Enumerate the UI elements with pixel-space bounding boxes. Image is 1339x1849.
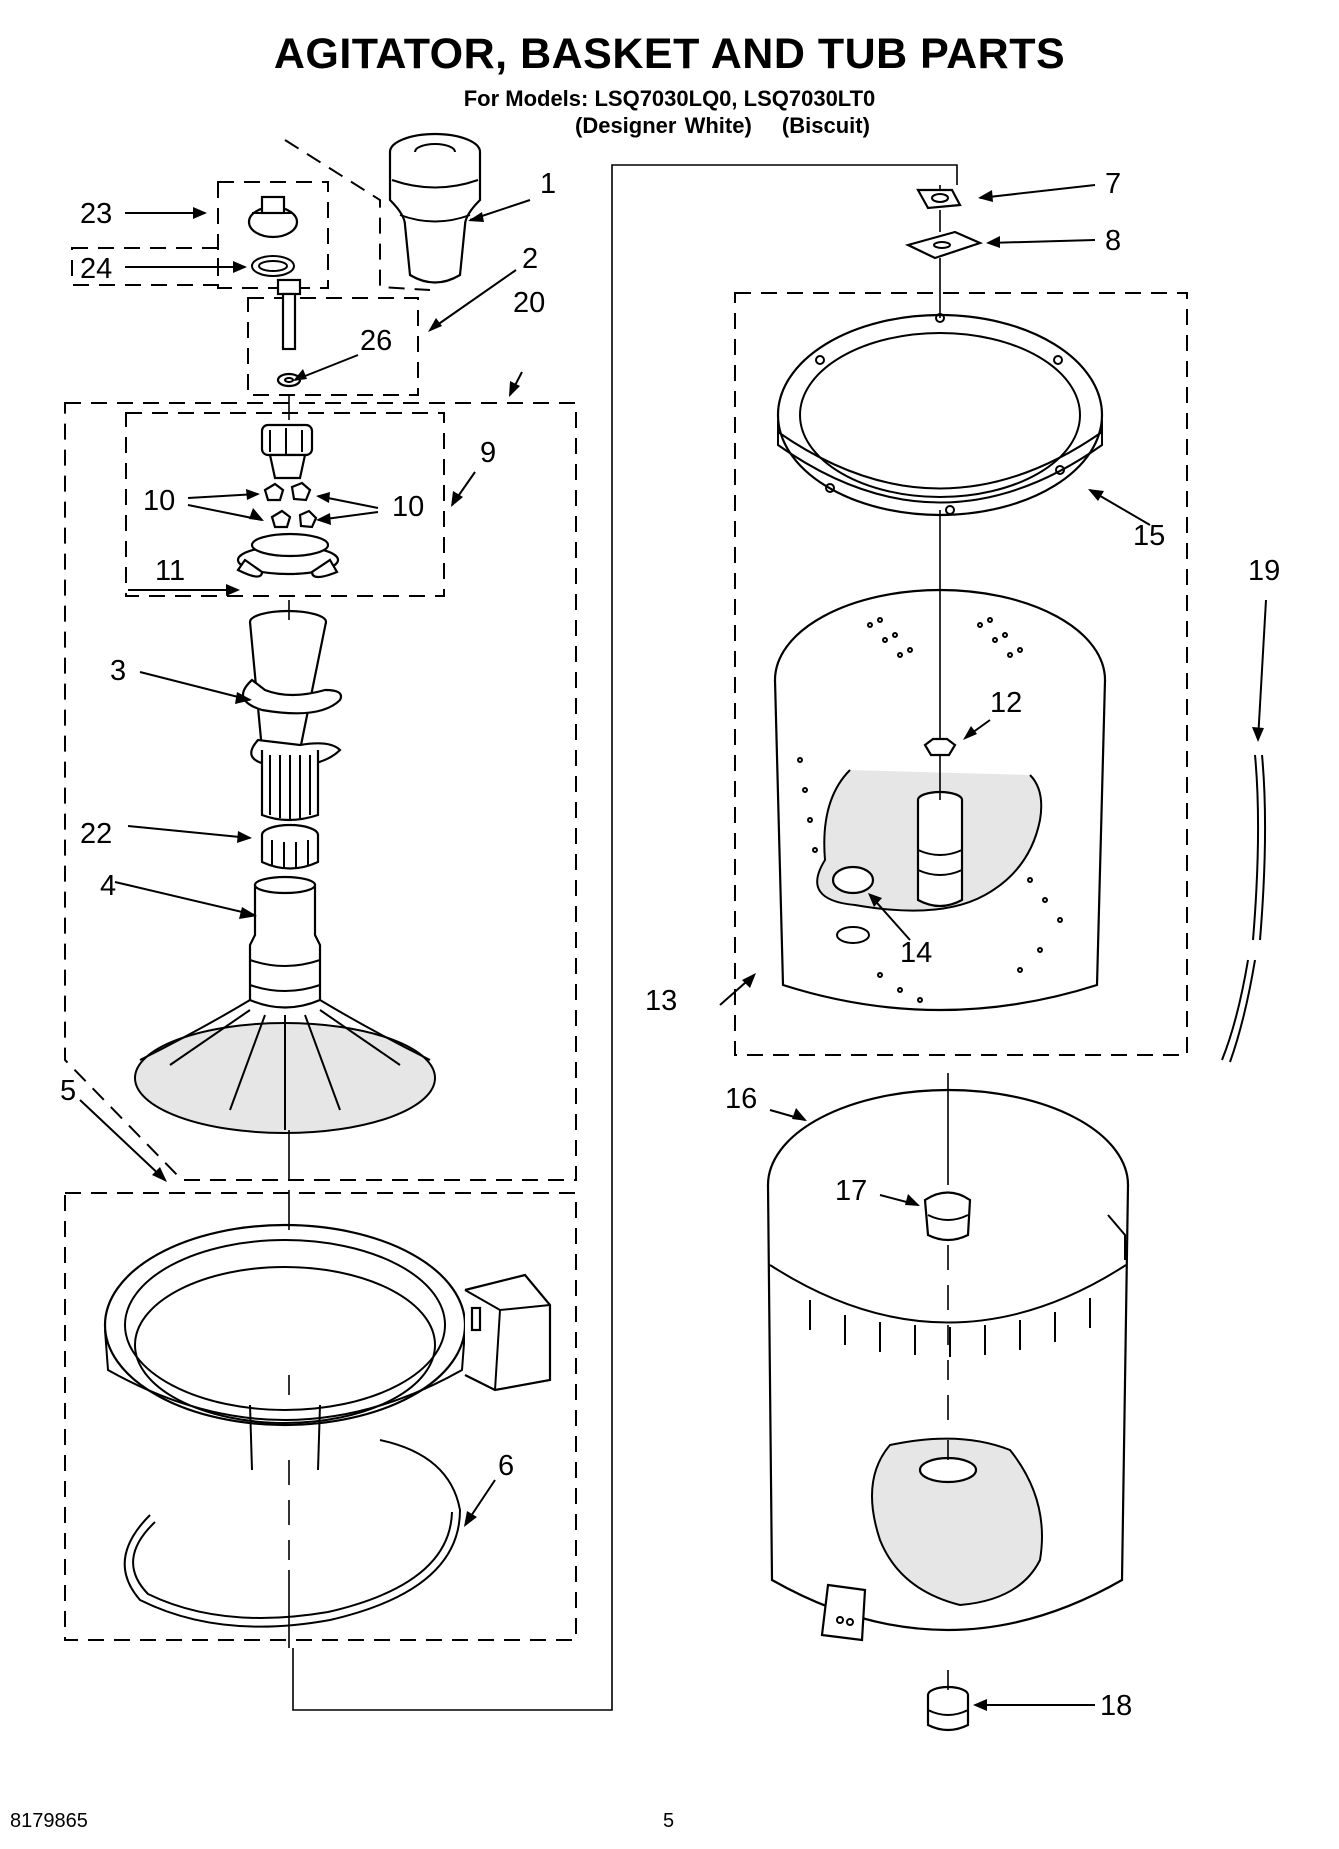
part-22-bearing — [260, 823, 320, 870]
callout-22: 22 — [80, 818, 112, 850]
callout-11: 11 — [155, 555, 185, 587]
part-9-agitator-cam — [260, 423, 314, 480]
callout-10-left: 10 — [143, 485, 175, 517]
callout-15: 15 — [1133, 520, 1165, 552]
group-box-1-link — [284, 139, 431, 291]
part-8-plate — [904, 230, 984, 260]
model-variants: (Designer White) (Biscuit) — [575, 113, 892, 139]
part-19-hose — [1221, 754, 1267, 1063]
callout-19: 19 — [1248, 555, 1280, 587]
callout-24: 24 — [80, 253, 112, 285]
group-box-5 — [64, 1192, 577, 1641]
callout-18: 18 — [1100, 1690, 1132, 1722]
part-18-tub-seal — [926, 1685, 970, 1732]
part-10-agitator-dogs — [263, 481, 318, 529]
leader-lines — [79, 184, 1267, 1706]
part-11-cam-drive-ring — [236, 532, 340, 579]
part-4-agitator-base — [134, 875, 436, 1134]
callout-13: 13 — [645, 985, 677, 1017]
variant-biscuit: (Biscuit) — [781, 113, 870, 138]
models-line: For Models: LSQ7030LQ0, LSQ7030LT0 — [463, 86, 876, 111]
callout-6: 6 — [498, 1450, 514, 1482]
callout-26: 26 — [360, 325, 392, 357]
callout-23: 23 — [80, 198, 112, 230]
page-number: 5 — [663, 1810, 675, 1832]
part-6-snubber-ring — [123, 1439, 462, 1628]
part-7-clip — [916, 188, 962, 210]
part-3-agitator-auger — [241, 609, 343, 822]
right-stack-axis — [939, 185, 949, 1690]
part-13-wash-basket — [773, 588, 1107, 1012]
variant-designer-white: (Designer White) — [575, 113, 752, 138]
assembly-connector-line — [292, 164, 958, 1711]
group-box-2 — [247, 297, 419, 396]
callout-12: 12 — [990, 687, 1022, 719]
callout-10-right: 10 — [392, 491, 424, 523]
part-1-fabric-softener-dispenser — [388, 132, 482, 284]
callout-3: 3 — [110, 655, 126, 687]
group-box-23 — [217, 181, 329, 289]
part-5-tub-ring — [103, 1223, 552, 1471]
callout-4: 4 — [100, 870, 116, 902]
part-15-balance-ring — [776, 313, 1104, 517]
callout-8: 8 — [1105, 225, 1121, 257]
group-box-20 — [64, 402, 577, 1181]
part-24-seal-ring — [251, 255, 295, 277]
part-2-bolt — [276, 278, 302, 388]
group-box-24 — [71, 247, 219, 286]
group-box-13 — [734, 292, 1188, 1056]
callout-17: 17 — [835, 1175, 867, 1207]
part-23-cap — [247, 195, 299, 239]
arrowheads — [152, 190, 1264, 1711]
document-number: 8179865 — [10, 1810, 88, 1832]
callout-14: 14 — [900, 937, 932, 969]
callout-20: 20 — [513, 287, 545, 319]
callout-7: 7 — [1105, 168, 1121, 200]
callout-5: 5 — [60, 1075, 76, 1107]
callout-1: 1 — [540, 168, 556, 200]
callout-16: 16 — [725, 1083, 757, 1115]
group-box-9 — [125, 412, 445, 597]
page-title: AGITATOR, BASKET AND TUB PARTS — [273, 30, 1066, 78]
callout-2: 2 — [522, 243, 538, 275]
callout-9: 9 — [480, 437, 496, 469]
